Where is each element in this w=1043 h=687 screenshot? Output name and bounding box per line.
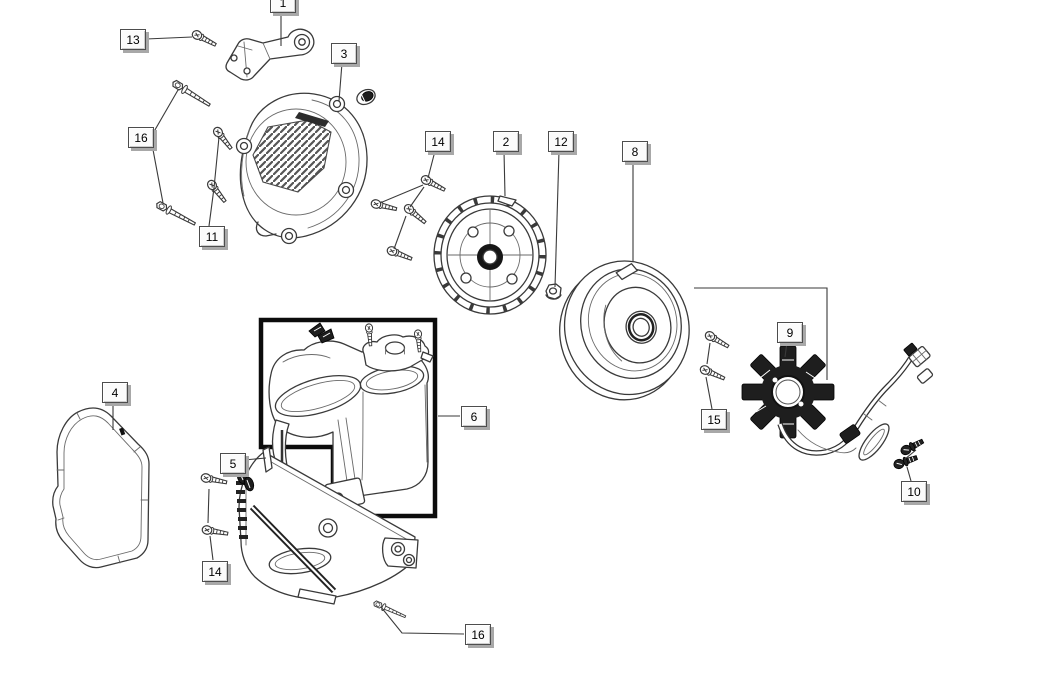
callout-flywheel-nut[interactable]: 12 — [548, 131, 574, 152]
callout-cover-gasket[interactable]: 4 — [102, 382, 128, 403]
screw-14-c — [402, 202, 429, 227]
callout-fan-cover[interactable]: 3 — [331, 43, 357, 64]
leader-line-cover-bolts — [151, 89, 179, 136]
part-upper-shroud — [268, 322, 434, 515]
part-upper-shroud-kit-box — [258, 317, 438, 519]
leader-line-cover-screws — [208, 136, 220, 227]
callout-harness-bolts[interactable]: 10 — [901, 481, 927, 502]
leader-line-fan-screws — [393, 215, 407, 250]
screw-14-d — [385, 244, 414, 264]
callout-lower-shroud-screws[interactable]: 14 — [202, 561, 228, 582]
part-mounting-bracket — [225, 28, 315, 81]
leader-line-stator-assembly — [694, 287, 828, 380]
callout-bracket-screw[interactable]: 13 — [120, 29, 146, 50]
part-gasket — [52, 407, 150, 569]
leader-line-fan-screws — [409, 186, 425, 208]
leader-line-stator-screws — [706, 342, 711, 365]
leader-line-shroud-clips — [243, 457, 267, 461]
screw-14-f — [200, 524, 230, 539]
screw-14-e — [199, 472, 229, 488]
leader-line-lower-shroud-screws — [209, 535, 214, 561]
leader-line-fan-screws — [379, 184, 424, 204]
leader-line-harness-bolts — [904, 449, 917, 460]
part-flywheel — [559, 260, 690, 401]
part-fan-cover — [235, 92, 368, 245]
callout-flywheel-rotor[interactable]: 8 — [622, 141, 648, 162]
screw-15-upper — [703, 329, 731, 351]
fasteners — [154, 28, 926, 621]
screw-15-lower — [698, 363, 727, 383]
screw-11-lower — [205, 178, 229, 205]
bolt-10-upper — [898, 436, 926, 458]
screw-14-a — [419, 173, 448, 195]
screw-14-b — [369, 198, 398, 214]
leader-line-stator-assembly — [784, 341, 788, 358]
bolt-16-lower — [154, 199, 198, 229]
leader-line-fan-screws — [427, 150, 436, 179]
screw-11-upper — [211, 125, 235, 152]
leader-line-harness-bolts — [906, 466, 912, 482]
leader-line-cooling-fan — [503, 150, 506, 197]
callout-cooling-fan[interactable]: 2 — [493, 131, 519, 152]
callout-lower-shroud-bolt[interactable]: 16 — [465, 624, 491, 645]
bolt-10-lower — [892, 452, 919, 471]
bolt-16-upper — [170, 77, 213, 110]
callout-fan-screws[interactable]: 14 — [425, 131, 451, 152]
screw-kit-a — [364, 323, 375, 347]
screw-13 — [190, 28, 219, 50]
callout-stator-assembly[interactable]: 9 — [777, 322, 803, 343]
callout-mounting-bracket[interactable]: 1 — [270, 0, 296, 13]
screw-kit-b — [413, 329, 424, 353]
leader-line-flywheel-nut — [554, 150, 560, 288]
bolt-16-bottom — [371, 598, 408, 621]
callout-cover-screws[interactable]: 11 — [199, 226, 225, 247]
callout-stator-screws[interactable]: 15 — [701, 409, 727, 430]
part-stator — [741, 342, 934, 461]
part-lower-shroud — [235, 446, 419, 605]
part-flywheel-nut — [545, 283, 562, 300]
callout-cover-bolts[interactable]: 16 — [128, 127, 154, 148]
leader-line-fan-cover — [338, 62, 343, 102]
leader-line-stator-screws — [705, 376, 713, 410]
leader-line-bracket-screw — [145, 36, 193, 40]
callout-upper-shroud-kit[interactable]: 6 — [461, 406, 487, 427]
callout-shroud-clips[interactable]: 5 — [220, 453, 246, 474]
part-wire-harness — [777, 342, 934, 461]
leader-line-cover-bolts — [150, 138, 164, 204]
part-cooling-fan — [433, 195, 547, 315]
leader-line-lower-shroud-bolt — [380, 606, 465, 635]
part-grommet — [356, 88, 376, 106]
leader-line-lower-shroud-screws — [207, 488, 210, 524]
